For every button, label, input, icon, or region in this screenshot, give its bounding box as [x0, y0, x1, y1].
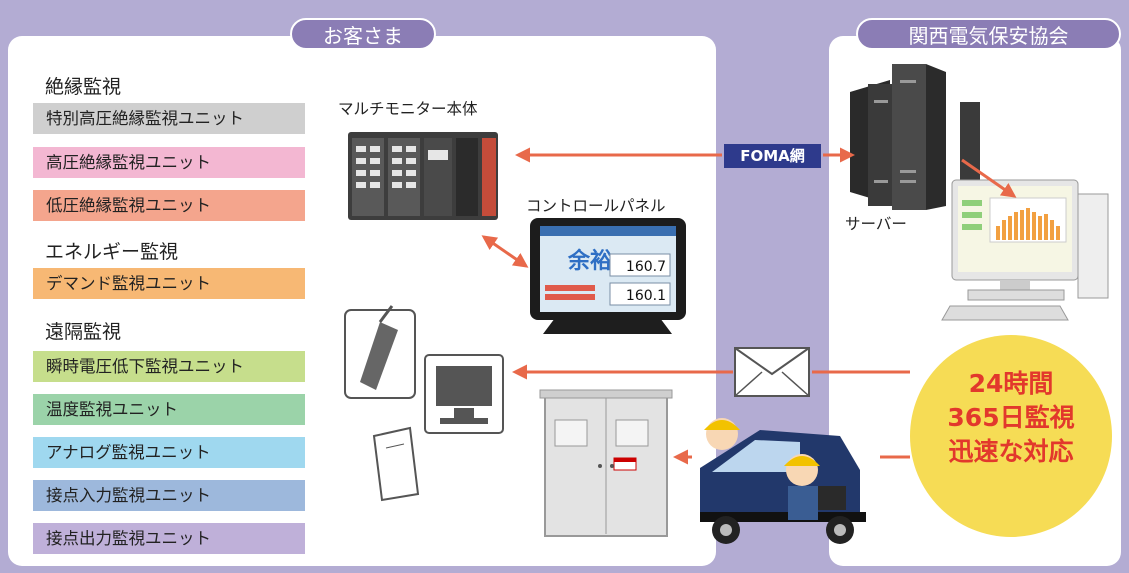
unit-high-voltage-insulation: 高圧絶縁監視ユニット	[33, 147, 305, 178]
unit-demand: デマンド監視ユニット	[33, 268, 305, 299]
association-header: 関西電気保安協会	[856, 18, 1121, 50]
monitoring-pc-icon	[941, 179, 1109, 321]
multi-monitor-label: マルチモニター本体	[338, 100, 478, 118]
customer-header: お客さま	[290, 18, 436, 50]
server-label: サーバー	[845, 215, 907, 233]
badge-line-1: 24時間	[968, 369, 1054, 398]
pc-icon	[424, 354, 504, 434]
server-icon	[850, 64, 980, 210]
unit-extra-high-voltage-insulation: 特別高圧絶縁監視ユニット	[33, 103, 305, 134]
group-title-energy: エネルギー監視	[45, 241, 179, 263]
reading-1: 160.7	[626, 259, 666, 275]
unit-voltage-sag: 瞬時電圧低下監視ユニット	[33, 351, 305, 382]
badge-line-3: 迅速な対応	[948, 437, 1074, 466]
mobile-phone-icon	[344, 305, 416, 399]
cubicle-icon	[539, 389, 673, 537]
monitoring-badge: 24時間 365日監視 迅速な対応	[910, 335, 1112, 537]
link-arrow-monitor-panel	[481, 235, 529, 268]
unit-analog: アナログ監視ユニット	[33, 437, 305, 468]
unit-contact-input: 接点入力監視ユニット	[33, 480, 305, 511]
link-arrow-server-pc	[961, 158, 1017, 198]
fax-icon	[372, 426, 420, 502]
control-panel-label: コントロールパネル	[526, 197, 666, 215]
unit-temperature: 温度監視ユニット	[33, 394, 305, 425]
foma-network-label: FOMA網	[724, 144, 821, 168]
unit-low-voltage-insulation: 低圧絶縁監視ユニット	[33, 190, 305, 221]
multi-monitor-device	[348, 132, 498, 220]
unit-contact-output: 接点出力監視ユニット	[33, 523, 305, 554]
service-vehicle-icon	[700, 430, 866, 544]
mail-icon	[734, 347, 810, 397]
worker-figure	[704, 418, 820, 520]
surplus-label: 余裕	[567, 248, 612, 274]
group-title-insulation: 絶縁監視	[45, 76, 122, 98]
control-panel-device: 余裕 160.7 160.1	[530, 218, 686, 334]
badge-line-2: 365日監視	[947, 403, 1075, 432]
reading-2: 160.1	[626, 288, 666, 304]
group-title-remote: 遠隔監視	[45, 321, 122, 343]
